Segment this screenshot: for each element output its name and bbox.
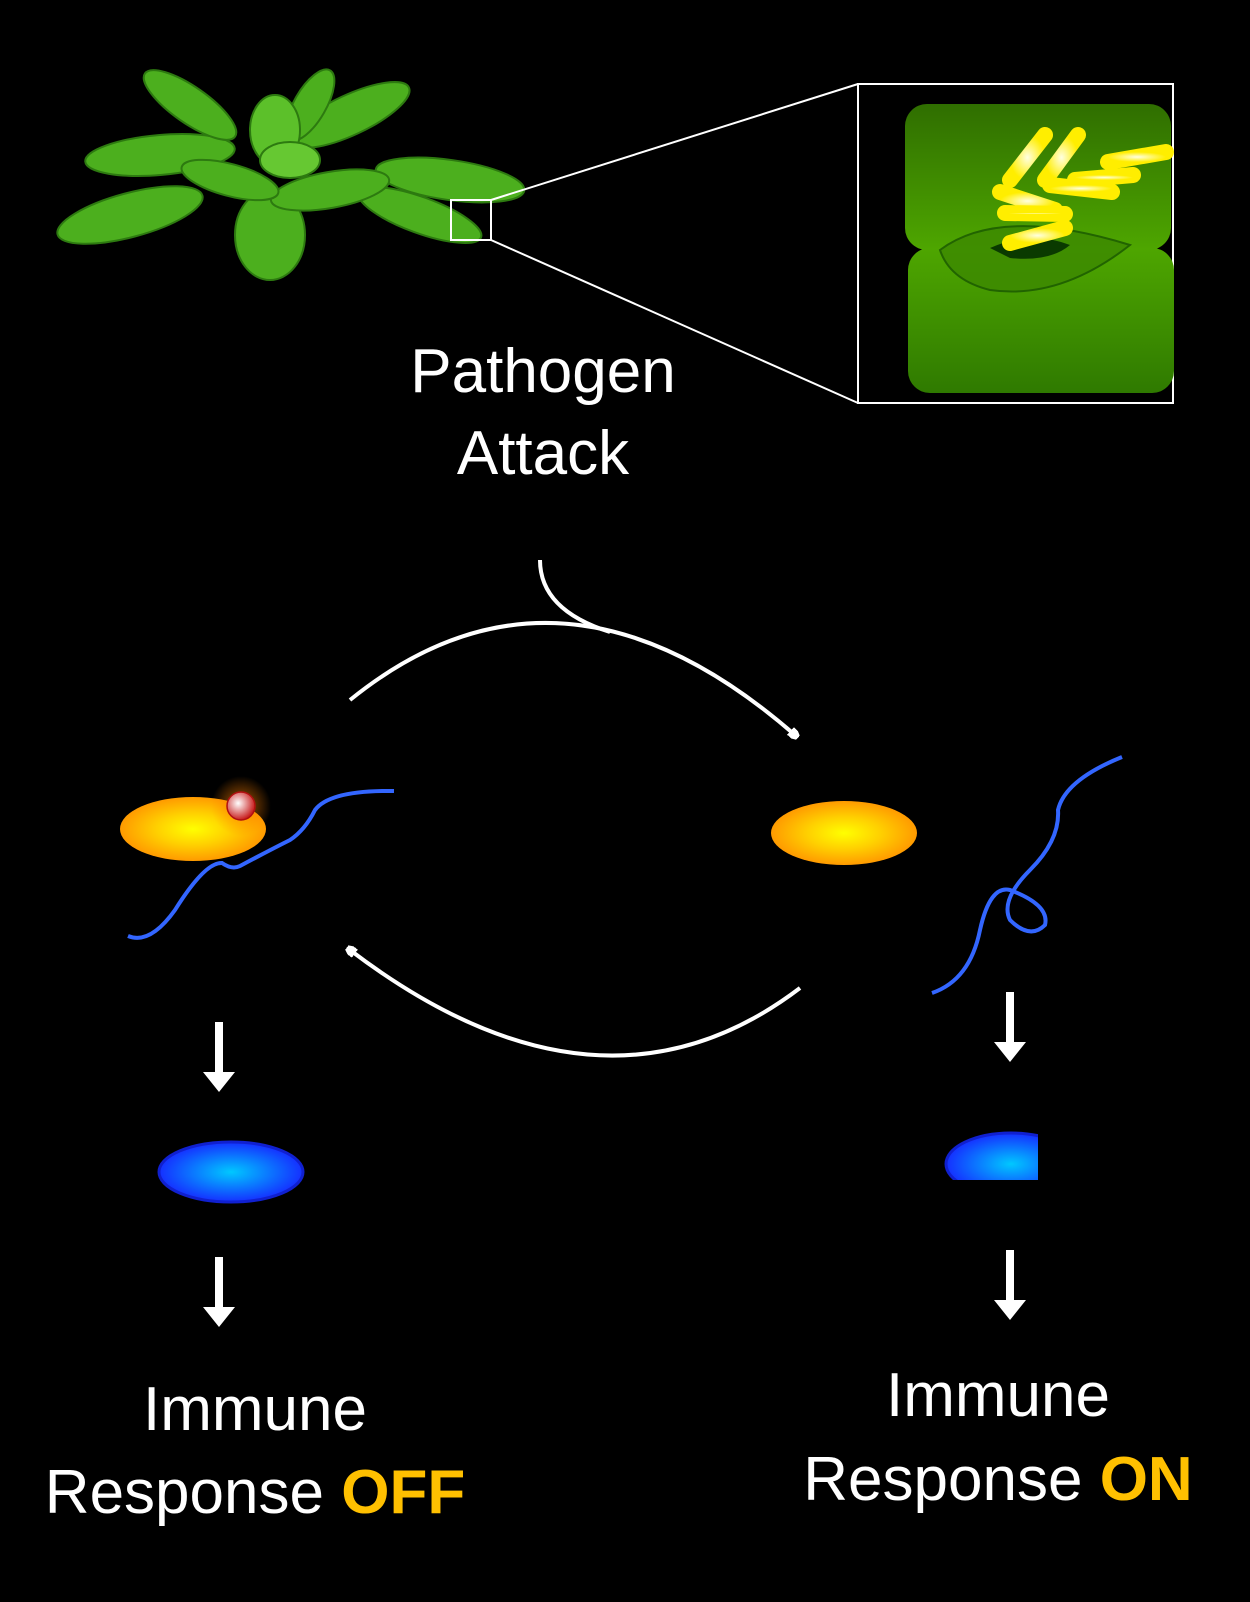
right-label-line2: Response ON <box>803 1445 1192 1514</box>
plant-rosette-icon <box>56 68 526 281</box>
left-label-line2: Response OFF <box>45 1458 465 1527</box>
orange-protein <box>771 801 917 865</box>
blue-nucleus-right <box>944 1131 1038 1180</box>
down-arrow-icons <box>203 992 1026 1327</box>
cycle-arrows-icon <box>350 559 800 1058</box>
blue-chain <box>931 755 1123 995</box>
blue-nucleus-left <box>157 1140 305 1204</box>
state-off: OFF <box>341 1458 465 1527</box>
pathogen-label-line1: Pathogen <box>410 337 675 406</box>
zoom-line-top <box>490 83 859 201</box>
active-complex <box>771 755 1123 995</box>
blue-chain <box>127 788 395 940</box>
zoom-line-bottom <box>490 239 859 404</box>
right-label-line1: Immune <box>886 1361 1110 1430</box>
pathogen-label-line2: Attack <box>457 419 630 488</box>
zoom-box <box>450 199 492 241</box>
state-on: ON <box>1100 1445 1193 1514</box>
left-label-line1: Immune <box>143 1375 367 1444</box>
red-ligand-icon <box>226 791 256 821</box>
stomata-inset <box>857 83 1174 404</box>
inactive-complex <box>120 776 395 940</box>
bacteria-icon <box>992 127 1174 251</box>
